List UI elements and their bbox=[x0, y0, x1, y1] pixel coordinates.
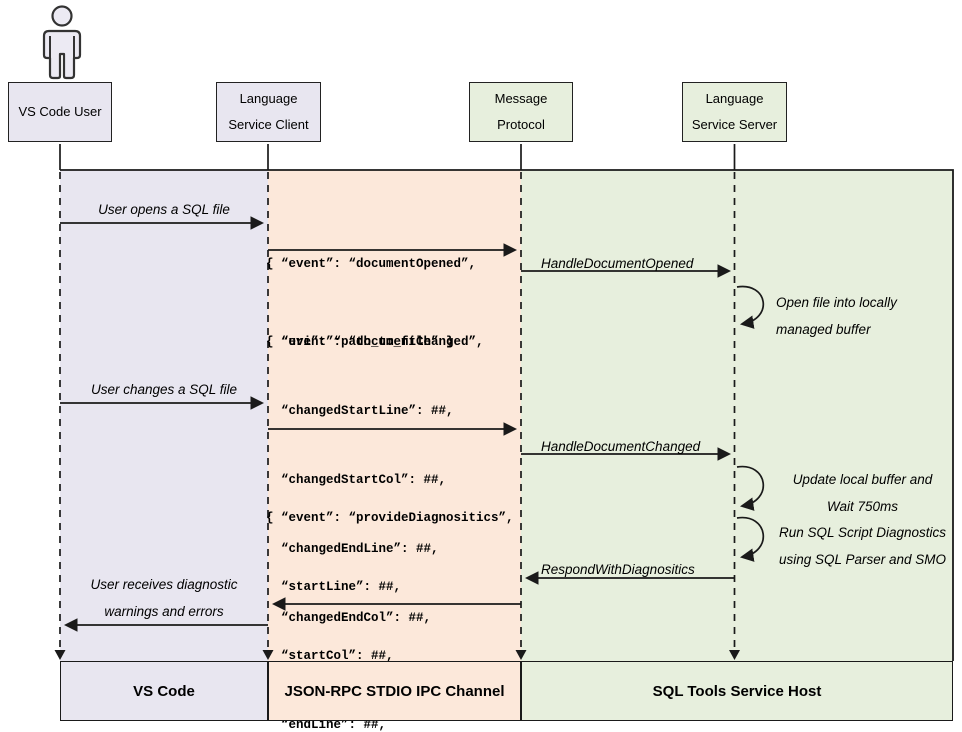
actor-label: VS Code User bbox=[18, 104, 102, 119]
payload-line: “changedStartLine”: ##, bbox=[266, 404, 454, 418]
payload-provide-diagnostics: { “event”: “provideDiagnositics”, “start… bbox=[266, 461, 514, 732]
actor-box-message-protocol: Message Protocol bbox=[469, 82, 573, 142]
message-label-handle-document-opened: HandleDocumentOpened bbox=[541, 256, 694, 271]
actor-label-line1: Language bbox=[705, 91, 764, 106]
actor-box-language-service-server: Language Service Server bbox=[682, 82, 787, 142]
lane-ipc-background bbox=[268, 170, 521, 661]
note-open-file-line1: Open file into locally bbox=[776, 295, 897, 310]
payload-line: { “event”: “documentOpened”, bbox=[266, 257, 477, 271]
message-label-user-changes: User changes a SQL file bbox=[90, 382, 238, 397]
note-update-buffer-line1: Update local buffer and bbox=[792, 472, 933, 487]
system-box-ipc-channel-label: JSON-RPC STDIO IPC Channel bbox=[284, 682, 505, 700]
message-label-user-receives-line2: warnings and errors bbox=[104, 604, 224, 619]
lane-host-background bbox=[521, 170, 953, 661]
message-label-user-receives-line1: User receives diagnostic bbox=[90, 577, 238, 592]
note-open-file-line2: managed buffer bbox=[776, 322, 871, 337]
note-run-diagnostics-line2: using SQL Parser and SMO bbox=[778, 552, 947, 567]
payload-line: “startCol”: ##, bbox=[266, 649, 394, 663]
lane-vscode-background bbox=[60, 170, 268, 661]
message-label-user-receives: User receives diagnostic warnings and er… bbox=[64, 571, 264, 625]
payload-line: { “event”: “provideDiagnositics”, bbox=[266, 511, 514, 525]
actor-label-line1: Language bbox=[239, 91, 298, 106]
system-box-ipc-channel: JSON-RPC STDIO IPC Channel bbox=[268, 661, 521, 721]
payload-line: “uri”: “path_to_file” } bbox=[266, 335, 454, 349]
person-icon bbox=[42, 5, 82, 80]
actor-label-line2: Service Server bbox=[691, 117, 778, 132]
note-update-buffer: Update local buffer and Wait 750ms bbox=[770, 466, 955, 520]
actor-box-vscode-user: VS Code User bbox=[8, 82, 112, 142]
message-label-user-opens: User opens a SQL file bbox=[98, 202, 230, 217]
payload-line: { “event”: “documentChanged”, bbox=[266, 335, 484, 349]
payload-line: “changedEndLine”: ##, bbox=[266, 542, 439, 556]
system-box-sql-tools-service-host-label: SQL Tools Service Host bbox=[652, 682, 822, 700]
message-label-respond-with-diagnostics: RespondWithDiagnositics bbox=[541, 562, 695, 577]
system-box-vscode-label: VS Code bbox=[133, 682, 195, 700]
message-label-handle-document-changed: HandleDocumentChanged bbox=[541, 439, 701, 454]
actor-label-line2: Service Client bbox=[228, 117, 309, 132]
note-update-buffer-line2: Wait 750ms bbox=[826, 499, 899, 514]
actor-box-language-service-client: Language Service Client bbox=[216, 82, 321, 142]
actor-label-line2: Protocol bbox=[497, 117, 545, 132]
system-box-vscode: VS Code bbox=[60, 661, 268, 721]
payload-line: “startLine”: ##, bbox=[266, 580, 402, 594]
payload-line: “changedStartCol”: ##, bbox=[266, 473, 447, 487]
payload-document-opened: { “event”: “documentOpened”, “uri”: “pat… bbox=[266, 199, 476, 407]
system-box-sql-tools-service-host: SQL Tools Service Host bbox=[521, 661, 953, 721]
note-open-file: Open file into locally managed buffer bbox=[776, 289, 897, 343]
note-run-diagnostics-line1: Run SQL Script Diagnostics bbox=[778, 525, 947, 540]
actor-label-line1: Message bbox=[494, 91, 548, 106]
note-run-diagnostics: Run SQL Script Diagnostics using SQL Par… bbox=[770, 519, 955, 573]
payload-line: “endLine”: ##, bbox=[266, 718, 387, 732]
payload-line: “changedEndCol”: ##, bbox=[266, 611, 432, 625]
